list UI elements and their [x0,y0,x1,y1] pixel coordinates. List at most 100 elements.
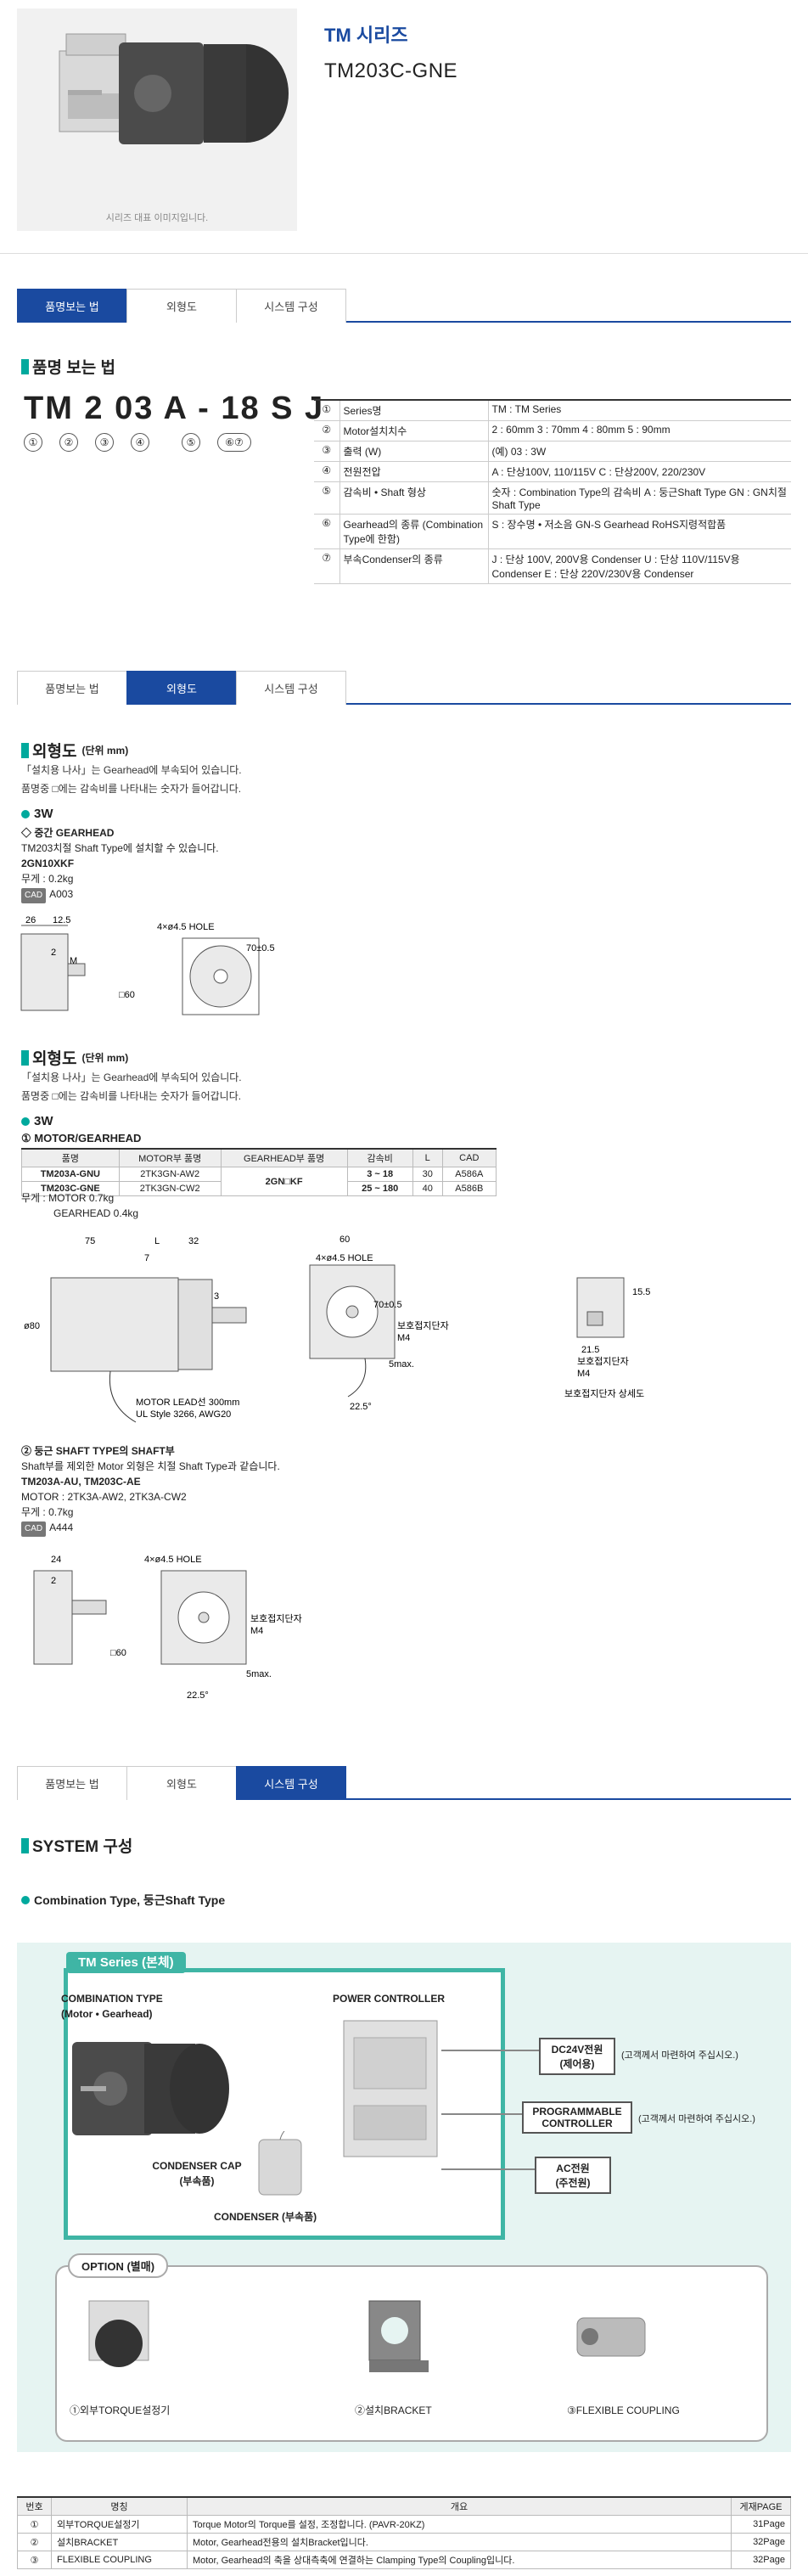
dim-2: 2 [51,1576,56,1586]
row-label: 전원전압 [339,461,489,482]
row-label: 감속비 • Shaft 형상 [339,481,489,515]
dc24v-note: (고객께서 마련하여 주십시오.) [621,2050,738,2061]
dim-60: 60 [339,1235,350,1245]
index-67: ⑥⑦ [217,433,251,452]
condenser-cap-sub: (부속품) [179,2175,215,2187]
weight-motor: 무게 : MOTOR 0.7kg [21,1192,115,1204]
heading-marker [21,358,29,374]
dim-12-5: 12.5 [53,915,70,925]
cell: ③ [17,2551,52,2569]
lead-spec: UL Style 3266, AWG20 [136,1409,231,1420]
row-label: Motor설치치수 [339,420,489,442]
tab-outline[interactable]: 외형도 [126,671,237,705]
dim-32: 32 [188,1236,199,1246]
cell: TM203C-GNE [21,1181,120,1196]
cell: 3 ~ 18 [346,1167,413,1182]
shaft-desc: Shaft부를 제외한 Motor 외형은 치절 Shaft Type과 같습니… [21,1460,280,1472]
dim-21-5: 21.5 [581,1345,599,1355]
cell: 25 ~ 180 [346,1181,413,1196]
weights: 무게 : MOTOR 0.7kg GEARHEAD 0.4kg [21,1190,138,1221]
option-2-label[interactable]: ②설치BRACKET [355,2404,432,2416]
part-number-code: TM 2 03 A - 18 S J [24,391,325,426]
hole-label: 4×ø4.5 HOLE [316,1253,373,1263]
tab-outline[interactable]: 외형도 [126,1766,237,1800]
weight: 무게 : 0.2kg [21,873,74,885]
tab-naming[interactable]: 품명보는 법 [17,289,127,323]
weight-gearhead: GEARHEAD 0.4kg [53,1207,139,1219]
tab-naming[interactable]: 품명보는 법 [17,1766,127,1800]
row-label: Gearhead의 종류 (Combination Type에 한함) [339,514,489,549]
dim-22-5: 22.5° [350,1402,372,1412]
dim-5max: 5max. [389,1359,414,1370]
naming-title: 품명 보는 법 [32,359,115,377]
tab-system[interactable]: 시스템 구성 [236,289,346,323]
motor-gearhead-title: ① MOTOR/GEARHEAD [21,1132,142,1145]
outline-heading: 외형도 (단위 mm) [21,739,128,762]
dc24v-sub: (제어용) [559,2058,595,2070]
tab-system[interactable]: 시스템 구성 [236,671,346,705]
cell: Torque Motor의 Torque를 설정, 조정합니다. (PAVR-2… [187,2515,732,2534]
row-number: ⑤ [314,481,340,515]
tab-system[interactable]: 시스템 구성 [236,1766,346,1800]
shaft-motor: MOTOR : 2TK3A-AW2, 2TK3A-CW2 [21,1491,187,1503]
cell: 31Page [731,2515,791,2534]
index-4: ④ [131,433,149,452]
lead-label: MOTOR LEAD선 300mm [136,1397,239,1408]
dim-80: ø80 [24,1321,40,1331]
condenser-cap-title: CONDENSER CAP [152,2160,242,2172]
index-2: ② [59,433,78,452]
row-value: A : 단상100V, 110/115V C : 단상200V, 220/230… [488,461,791,482]
dc24v-title: DC24V전원 [551,2044,603,2056]
model-title: TM203C-GNE [324,59,458,82]
sub-heading: 3W [21,807,53,821]
cell: A586A [441,1167,497,1182]
option-table: 번호 명칭 개요 게재PAGE ① 외부TORQUE설정기 Torque Mot… [17,2496,791,2569]
index-3: ③ [95,433,114,452]
dim-60: □60 [110,1648,126,1658]
shaft-title: ② 둥근 SHAFT TYPE의 SHAFT부 [21,1445,175,1457]
cad-badge: CAD [21,888,47,903]
dim-2: 2 [51,948,56,958]
option-1-label[interactable]: ①외부TORQUE설정기 [70,2404,171,2416]
tab-outline[interactable]: 외형도 [126,289,237,323]
gearhead-info: ◇ 중간 GEARHEAD TM203치절 Shaft Type에 설치할 수 … [21,825,219,903]
bracket-image [368,2300,429,2372]
ground-terminal-label: 보호접지단자 [250,1613,302,1624]
col-header: 감속비 [346,1148,413,1167]
col-header: 품명 [21,1148,120,1167]
ac-sub: (주전원) [555,2177,591,2189]
col-header: 개요 [187,2496,732,2516]
row-value: TM : TM Series [488,400,791,421]
tab-naming[interactable]: 품명보는 법 [17,671,127,705]
cell: 2GN□KF [220,1167,348,1196]
tm-series-tab: TM Series (본체) [66,1952,186,1973]
col-header: 번호 [17,2496,52,2516]
programmable-controller-box: PROGRAMMABLE CONTROLLER [522,2101,632,2134]
row-number: ② [314,420,340,442]
option-3-label[interactable]: ③FLEXIBLE COUPLING [567,2404,680,2416]
system-sub: Combination Type, 둥근Shaft Type [21,1892,225,1909]
prog-title: PROGRAMMABLE [532,2106,622,2118]
combination-sub: (Motor • Gearhead) [61,2008,153,2020]
outline-heading-2: 외형도 (단위 mm) [21,1046,128,1069]
index-1: ① [24,433,42,452]
system-title: SYSTEM 구성 [32,1838,133,1856]
shaft-info: ② 둥근 SHAFT TYPE의 SHAFT부 Shaft부를 제외한 Moto… [21,1443,280,1537]
row-value: 2 : 60mm 3 : 70mm 4 : 80mm 5 : 90mm [488,420,791,442]
table-header: 품명 MOTOR부 품명 GEARHEAD부 품명 감속비 L CAD [21,1148,497,1167]
cell: A586B [441,1181,497,1196]
type-desc: TM203치절 Shaft Type에 설치할 수 있습니다. [21,842,219,854]
detail-caption: 보호접지단자 상세도 [564,1388,644,1399]
coupling-image [576,2317,646,2357]
row-number: ⑦ [314,548,340,584]
dim-7: 7 [144,1253,149,1263]
notes: 「설치용 나사」는 Gearhead에 부속되어 있습니다. 품명중 □에는 감… [21,761,242,798]
table-header: 번호 명칭 개요 게재PAGE [17,2496,791,2516]
series-title: TM 시리즈 [324,25,408,46]
col-header: 게재PAGE [731,2496,791,2516]
divider [0,253,808,254]
shaft-drawing: 24 2 4×ø4.5 HOLE 보호접지단자 M4 5max. 22.5° □… [17,1537,373,1707]
cell: ① [17,2515,52,2534]
